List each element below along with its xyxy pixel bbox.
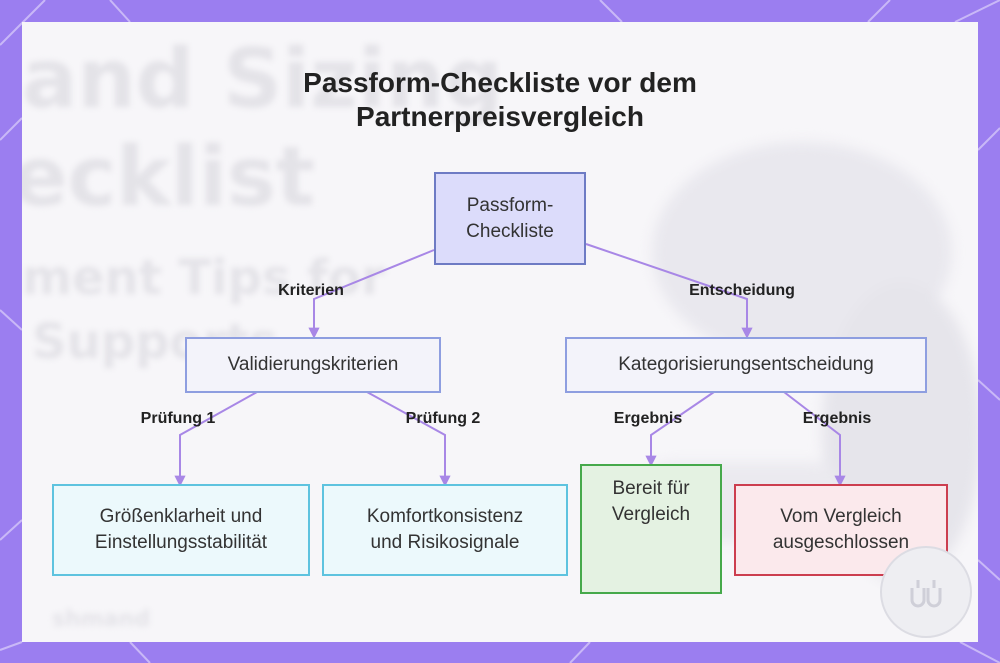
edge-label-check2: Prüfung 2 [405,410,481,427]
edge-categorization-ready [645,391,715,467]
node-groessenklarheit-line1: Größenklarheit und [99,506,263,527]
node-vom-vergleich-ausgeschlossen-line2: ausgeschlossen [772,532,910,553]
diagram-title-line1: Passform-Checkliste vor dem [303,67,697,98]
background-text-2: ecklist [22,130,315,225]
node-kategorisierungsentscheidung: Kategorisierungsentscheidung [565,337,927,393]
background-footer-text: shmand [52,607,150,632]
node-passform-checkliste: Passform- Checkliste [434,172,586,265]
node-groessenklarheit-line2: Einstellungsstabilität [94,532,268,553]
diagram-edges [174,243,846,487]
node-komfortkonsistenz-line2: und Risikosignale [370,532,520,553]
brand-logo-icon [880,546,972,638]
node-passform-checkliste-line2: Checkliste [466,220,554,242]
node-komfortkonsistenz: Komfortkonsistenz und Risikosignale [322,484,568,576]
edge-label-decision: Entscheidung [689,282,795,299]
node-komfortkonsistenz-line1: Komfortkonsistenz [366,506,524,527]
node-vom-vergleich-ausgeschlossen-line1: Vom Vergleich [780,506,902,527]
node-validierungskriterien: Validierungskriterien [185,337,441,393]
edge-root-categorization [585,243,753,339]
edge-label-criteria: Kriterien [278,282,344,299]
edge-validation-comfort [366,391,451,487]
background-text-1: and Sizing [22,32,504,127]
edge-root-validation [308,249,435,339]
node-bereit-fuer-vergleich-line2: Vergleich [611,504,691,525]
node-groessenklarheit: Größenklarheit und Einstellungsstabilitä… [52,484,310,576]
node-bereit-fuer-vergleich-line1: Bereit für [612,478,690,499]
node-validierungskriterien-label: Validierungskriterien [227,354,399,375]
diagram-card: and Sizing ecklist ment Tips for Support… [22,22,978,642]
node-vom-vergleich-ausgeschlossen: Vom Vergleich ausgeschlossen [734,484,948,576]
edge-label-result-right: Ergebnis [802,410,872,427]
diagram-title: Passform-Checkliste vor dem Partnerpreis… [22,66,978,134]
diagram-title-line2: Partnerpreisvergleich [356,101,644,132]
edge-label-check1: Prüfung 1 [140,410,216,427]
edge-label-result-left: Ergebnis [613,410,683,427]
node-kategorisierungsentscheidung-label: Kategorisierungsentscheidung [618,354,874,375]
edge-validation-size [174,391,258,487]
brand-logo-glyph [910,580,942,608]
background-text-3: ment Tips for [22,250,385,306]
edge-categorization-excluded [783,391,846,487]
node-bereit-fuer-vergleich: Bereit für Vergleich [580,464,722,594]
node-passform-checkliste-line1: Passform- [466,194,554,216]
